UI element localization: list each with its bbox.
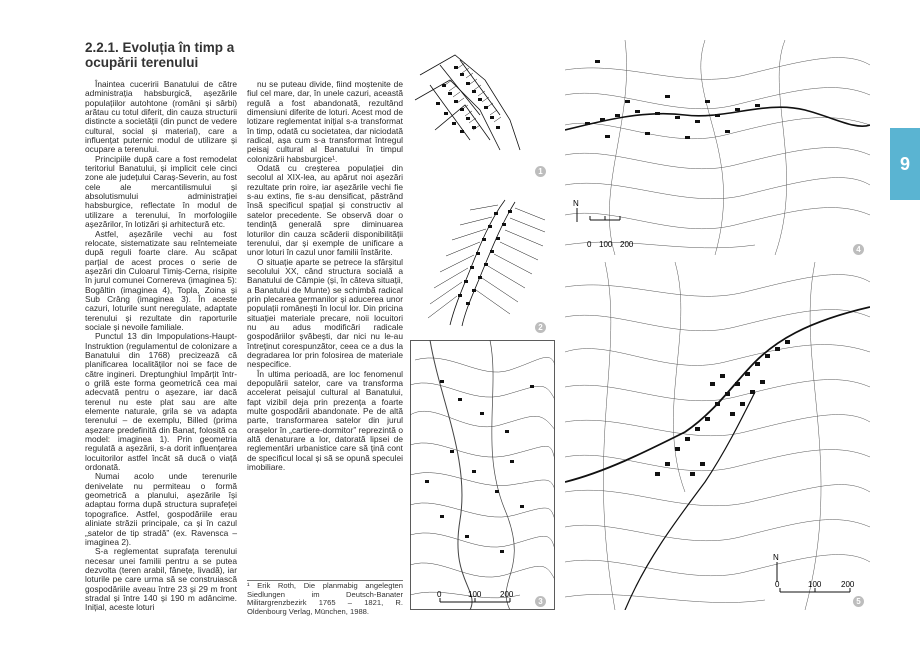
paragraph: O situație aparte se petrece la sfârșitu…: [247, 256, 403, 370]
scale-mid-label: 100: [599, 240, 613, 249]
scale-zero-label: 0: [587, 240, 592, 249]
paragraph: Punctul 13 din Impopulations-Haupt-Instr…: [85, 331, 237, 473]
paragraph: nu se puteau divide, fiind moștenite de …: [247, 79, 403, 164]
cornereva-map-drawing: N 0 100 200: [565, 262, 870, 610]
scale-end-label: 200: [841, 580, 855, 589]
chapter-tab: 9: [890, 128, 920, 200]
scale-mid-label: 100: [468, 590, 482, 599]
text-column-1: Înaintea cuceririi Banatului de către ad…: [85, 79, 237, 613]
street-village-drawing: [427, 199, 546, 327]
north-label: N: [573, 199, 579, 208]
figure-2-street-village: 2: [410, 190, 555, 335]
figure-5-cornereva-map: N 0 100 200 5: [565, 262, 870, 610]
scale-zero-label: 0: [775, 580, 780, 589]
figure-3-dispersed-map: 0 100 200 3: [410, 340, 555, 610]
paragraph: Înaintea cuceririi Banatului de către ad…: [85, 79, 237, 155]
grid-plan-drawing: [414, 54, 521, 151]
figure-number-badge: 2: [535, 322, 546, 333]
paragraph: Odată cu creșterea populației din secolu…: [247, 163, 403, 258]
figure-4-bogaltin-map: N 0 100 200 4: [565, 40, 870, 255]
figure-1-grid-plan: 1: [410, 40, 555, 180]
paragraph: S-a reglementat suprafața terenului nece…: [85, 546, 237, 613]
paragraph: Principiile după care a fost remodelat t…: [85, 153, 237, 230]
footnote: ¹ Erik Roth, Die planmabig angelegten Si…: [247, 580, 403, 616]
scale-zero-label: 0: [437, 590, 442, 599]
paragraph: Astfel, așezările vechi au fost relocate…: [85, 228, 237, 332]
scale-end-label: 200: [620, 240, 634, 249]
figure-number-badge: 5: [853, 596, 864, 607]
figure-number-badge: 4: [853, 244, 864, 255]
scale-end-label: 200: [500, 590, 514, 599]
figure-number-badge: 1: [535, 166, 546, 177]
paragraph: Numai acolo unde terenurile denivelate n…: [85, 471, 237, 547]
scale-mid-label: 100: [808, 580, 822, 589]
text-column-2: nu se puteau divide, fiind moștenite de …: [247, 79, 403, 473]
section-title: 2.2.1. Evoluția în timp a ocupării teren…: [85, 40, 235, 70]
north-label: N: [773, 553, 779, 562]
figure-number-badge: 3: [535, 596, 546, 607]
paragraph: În ultima perioadă, are loc fenomenul de…: [247, 368, 403, 473]
bogaltin-map-drawing: N 0 100 200: [565, 40, 870, 255]
dispersed-map-drawing: 0 100 200: [410, 340, 555, 610]
